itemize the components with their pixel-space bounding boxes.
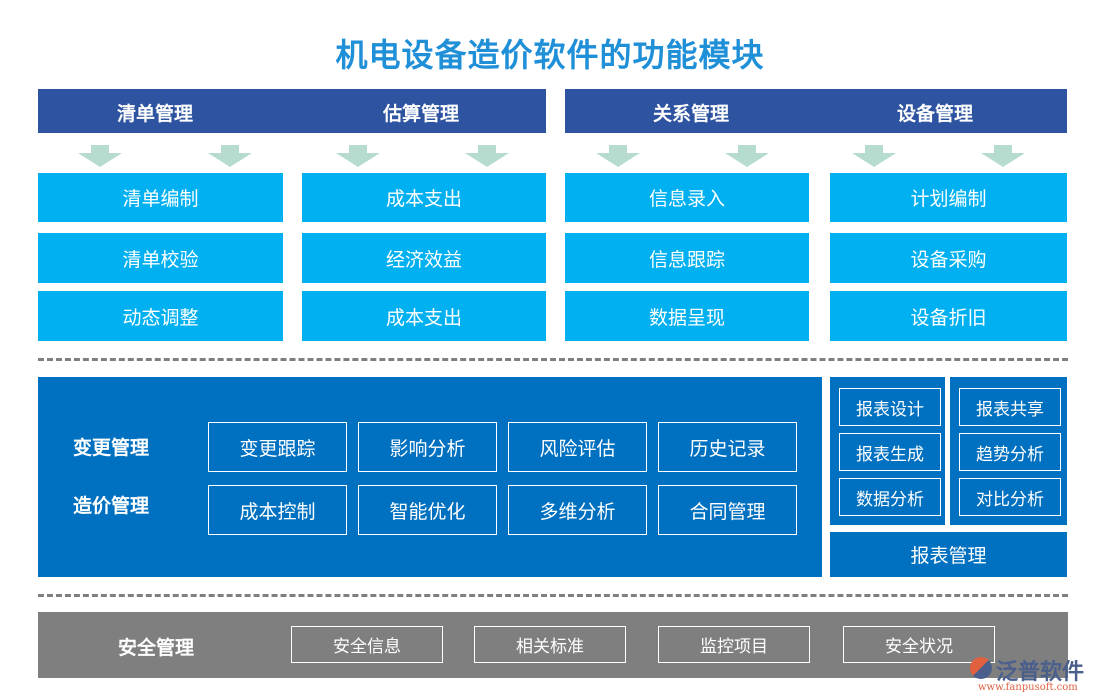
header-bar-right: 关系管理 设备管理 <box>565 89 1067 133</box>
logo-url: www.fanpusoft.com <box>978 682 1078 693</box>
divider <box>38 594 1068 597</box>
module-box[interactable]: 成本支出 <box>302 173 546 222</box>
module-box[interactable]: 设备采购 <box>830 233 1067 283</box>
report-box[interactable]: 报表设计 <box>839 388 941 426</box>
module-box[interactable]: 合同管理 <box>658 485 797 535</box>
module-box[interactable]: 影响分析 <box>358 422 497 472</box>
security-box[interactable]: 安全信息 <box>291 626 443 663</box>
module-box[interactable]: 成本支出 <box>302 291 546 341</box>
module-box[interactable]: 经济效益 <box>302 233 546 283</box>
down-arrow-icon <box>852 145 896 167</box>
group-header-guanxi: 关系管理 <box>653 103 730 125</box>
security-label: 安全管理 <box>118 637 195 659</box>
down-arrow-icon <box>78 145 122 167</box>
module-box[interactable]: 多维分析 <box>508 485 647 535</box>
header-bar-left: 清单管理 估算管理 <box>38 89 546 133</box>
down-arrow-icon <box>336 145 380 167</box>
down-arrow-icon <box>596 145 640 167</box>
down-arrow-icon <box>465 145 509 167</box>
group-header-shebei: 设备管理 <box>897 103 974 125</box>
security-box[interactable]: 安全状况 <box>843 626 995 663</box>
module-box[interactable]: 信息录入 <box>565 173 809 222</box>
down-arrow-icon <box>981 145 1025 167</box>
module-box[interactable]: 变更跟踪 <box>208 422 347 472</box>
report-right-panel <box>950 377 1067 525</box>
security-box[interactable]: 监控项目 <box>658 626 810 663</box>
down-arrow-icon <box>208 145 252 167</box>
report-management-label: 报表管理 <box>830 532 1067 577</box>
report-box[interactable]: 数据分析 <box>839 478 941 516</box>
report-box[interactable]: 报表生成 <box>839 433 941 471</box>
module-box[interactable]: 清单校验 <box>38 233 283 283</box>
security-box[interactable]: 相关标准 <box>474 626 626 663</box>
row-label-zaojia: 造价管理 <box>73 495 150 517</box>
logo-name: 泛普软件 <box>996 660 1085 685</box>
report-box[interactable]: 对比分析 <box>959 478 1061 516</box>
page-title: 机电设备造价软件的功能模块 <box>335 36 765 74</box>
divider <box>38 358 1068 361</box>
report-left-panel <box>830 377 945 525</box>
module-box[interactable]: 智能优化 <box>358 485 497 535</box>
group-header-gusuan: 估算管理 <box>383 103 460 125</box>
module-box[interactable]: 计划编制 <box>830 173 1067 222</box>
report-box[interactable]: 报表共享 <box>959 388 1061 426</box>
module-box[interactable]: 动态调整 <box>38 291 283 341</box>
module-box[interactable]: 风险评估 <box>508 422 647 472</box>
module-box[interactable]: 清单编制 <box>38 173 283 222</box>
report-box[interactable]: 趋势分析 <box>959 433 1061 471</box>
row-label-biangeng: 变更管理 <box>73 437 150 459</box>
down-arrow-icon <box>725 145 769 167</box>
middle-panel: 变更管理 造价管理 变更跟踪成本控制影响分析智能优化风险评估多维分析历史记录合同… <box>38 377 822 577</box>
fanpu-logo: 泛普软件 www.fanpusoft.com <box>968 655 1093 697</box>
module-box[interactable]: 历史记录 <box>658 422 797 472</box>
module-box[interactable]: 信息跟踪 <box>565 233 809 283</box>
group-header-qingdan: 清单管理 <box>117 103 194 125</box>
security-panel: 安全管理 <box>38 612 1068 678</box>
module-box[interactable]: 成本控制 <box>208 485 347 535</box>
logo-icon <box>970 657 992 679</box>
module-box[interactable]: 数据呈现 <box>565 291 809 341</box>
module-box[interactable]: 设备折旧 <box>830 291 1067 341</box>
